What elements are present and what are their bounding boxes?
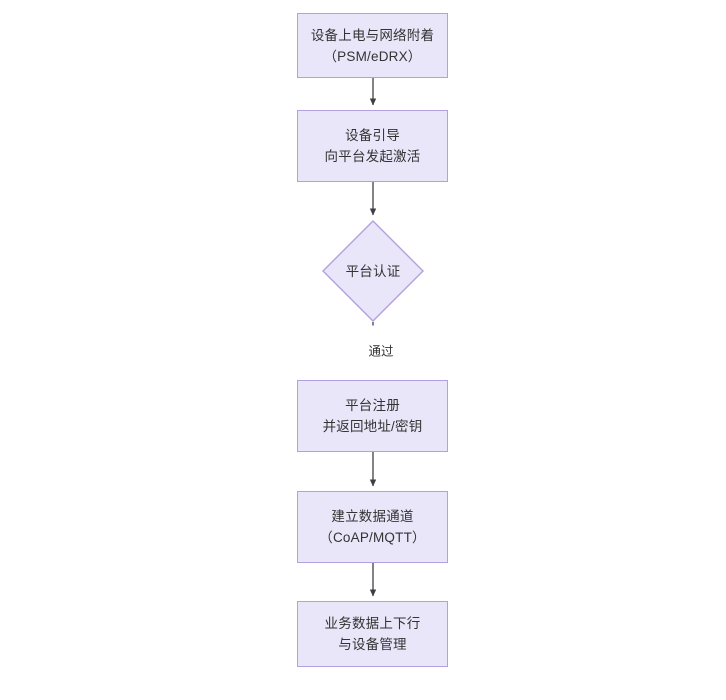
edge-label-pass-text: 通过	[368, 344, 394, 359]
node-bootstrap[interactable]: 设备引导 向平台发起激活	[297, 110, 448, 182]
node-service-data-line-1: 业务数据上下行	[324, 616, 421, 631]
node-service-data[interactable]: 业务数据上下行 与设备管理	[297, 601, 448, 667]
node-data-channel[interactable]: 建立数据通道 （CoAP/MQTT）	[297, 491, 448, 563]
node-service-data-line-2: 与设备管理	[338, 637, 407, 652]
node-power-on-line-1: 设备上电与网络附着	[310, 27, 435, 43]
edge-label-pass: 通过	[351, 325, 397, 379]
node-platform-auth-label: 平台认证	[345, 263, 401, 279]
node-data-channel-line-1: 建立数据通道	[331, 509, 414, 524]
node-data-channel-line-2: （CoAP/MQTT）	[319, 530, 426, 545]
node-bootstrap-line-2: 向平台发起激活	[324, 149, 421, 164]
diamond-shape-icon	[322, 220, 424, 322]
node-platform-register-line-1: 平台注册	[345, 398, 400, 413]
node-power-on[interactable]: 设备上电与网络附着 （PSM/eDRX）	[297, 13, 448, 78]
node-power-on-line-2: （PSM/eDRX）	[323, 48, 422, 64]
node-platform-register-line-2: 并返回地址/密钥	[322, 419, 423, 434]
node-platform-auth[interactable]: 平台认证	[322, 220, 424, 322]
node-platform-register[interactable]: 平台注册 并返回地址/密钥	[297, 380, 448, 452]
node-bootstrap-line-1: 设备引导	[345, 128, 400, 143]
